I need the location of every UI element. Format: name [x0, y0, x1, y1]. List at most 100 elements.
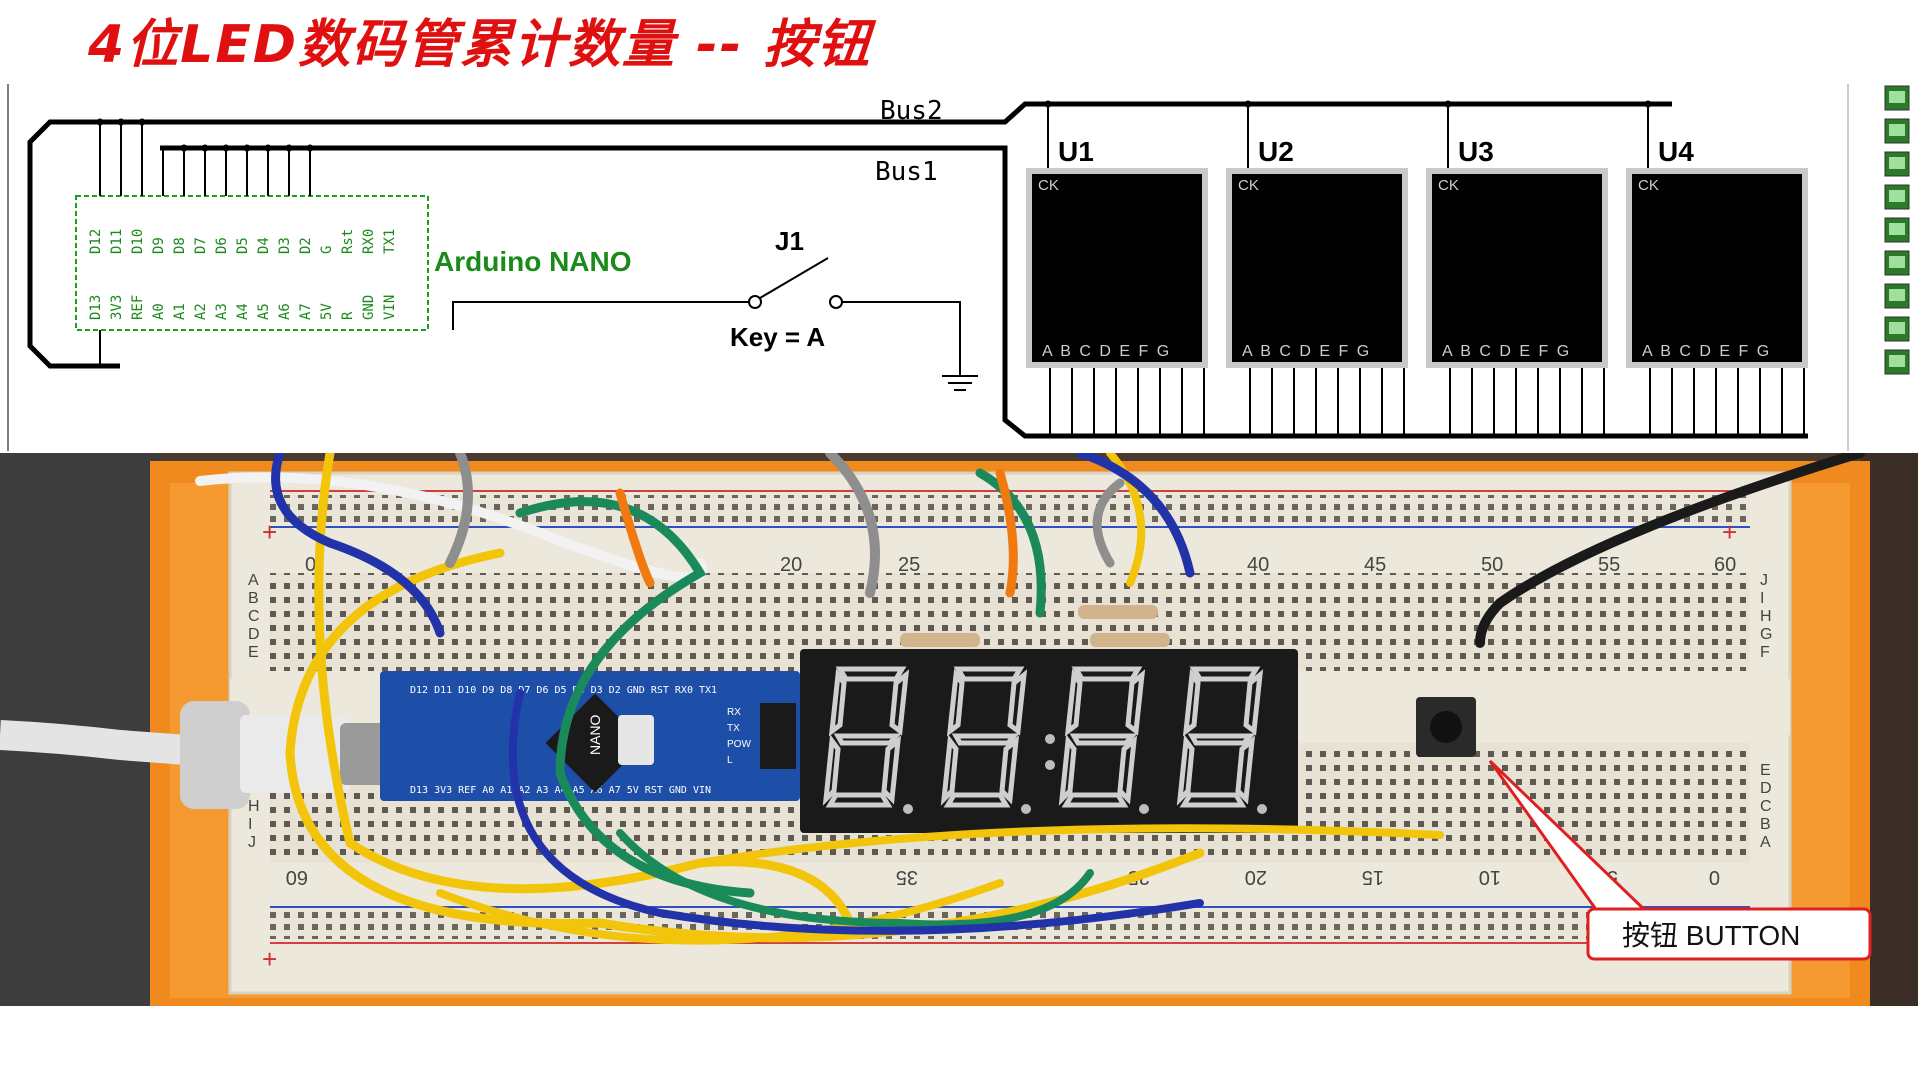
switch-wire: [452, 301, 755, 330]
arduino-nano-symbol: [75, 195, 429, 331]
pin-label-d13: D13: [88, 295, 104, 320]
bus1-label: Bus1: [875, 157, 938, 187]
page-title: 4位LED数码管累计数量 -- 按钮: [88, 15, 872, 75]
switch-contact-left: [748, 295, 762, 309]
scale-bottom-label: 20: [1245, 866, 1267, 888]
row-letter: B: [248, 590, 259, 607]
scope-icon[interactable]: [1884, 217, 1910, 243]
switch-key-label: Key = A: [730, 322, 825, 352]
run-icon[interactable]: [1884, 316, 1910, 342]
wire-green-3: [616, 829, 1094, 929]
pin-label-rst: Rst: [340, 229, 356, 254]
pin-label-a7: A7: [298, 303, 314, 320]
pin-stubs: [99, 122, 311, 366]
callout-label: 按钮 BUTTON: [1622, 920, 1800, 951]
clock-pin-label: CK: [1238, 177, 1259, 194]
pin-label-g: G: [319, 246, 335, 254]
row-letter: D: [1760, 780, 1772, 797]
pin-label-d4: D4: [256, 237, 272, 254]
scale-top-label: 50: [1481, 554, 1503, 576]
digit-4: [1176, 666, 1267, 814]
digit-3: [1058, 666, 1149, 814]
left-bus-loop: [27, 119, 120, 369]
scale-bottom-label: 35: [896, 866, 918, 888]
pin-label-d7: D7: [193, 237, 209, 254]
wire-blue-1: [271, 453, 445, 638]
usb-c-plug: [240, 715, 350, 793]
pin-label-gnd: GND: [361, 295, 377, 320]
segment-pin-labels: A B C D E F G: [1442, 343, 1571, 360]
segment-pin-labels: A B C D E F G: [1042, 343, 1171, 360]
nano-top-pin-labels: D12 D11 D10 D9 D8 D7 D6 D5 D4 D3 D2 GND …: [410, 685, 717, 696]
colon-dot: [1045, 760, 1055, 770]
plus-sign-top: +: [262, 517, 277, 547]
pin-label-a6: A6: [277, 303, 293, 320]
logic-icon[interactable]: [1884, 184, 1910, 210]
plus-sign-bottom: +: [262, 944, 277, 974]
nano-led-label: TX: [727, 723, 740, 734]
pin-label-3v3: 3V3: [109, 295, 125, 320]
plus-sign-right: +: [1722, 517, 1737, 547]
pin-label-d9: D9: [151, 237, 167, 254]
segment-pin-labels: A B C D E F G: [1242, 343, 1371, 360]
oscilloscope-icon[interactable]: [1884, 151, 1910, 177]
pin-label-a0: A0: [151, 303, 167, 320]
bus2-label: Bus2: [880, 96, 943, 126]
scale-bottom-label: 0: [1709, 866, 1720, 888]
colon-dot: [1045, 734, 1055, 744]
pin-label-r: R: [340, 311, 356, 320]
probe-icon[interactable]: [1884, 349, 1910, 375]
row-letter: C: [248, 608, 260, 625]
row-letter: A: [248, 572, 259, 589]
pin-label-a2: A2: [193, 303, 209, 320]
wire-orange-2: [995, 468, 1018, 598]
scale-top-label: 45: [1364, 554, 1386, 576]
meter-icon[interactable]: [1884, 118, 1910, 144]
scale-top-label: 40: [1247, 554, 1269, 576]
wire-yellow-1: [314, 453, 855, 928]
wire-yellow-5: [436, 879, 1004, 945]
scale-bottom-label: 10: [1479, 866, 1501, 888]
row-letter: C: [1760, 798, 1772, 815]
analyzer-icon[interactable]: [1884, 85, 1910, 111]
pin-label-ref: REF: [130, 295, 146, 320]
scale-bottom: 60352520151050: [286, 866, 1720, 888]
scale-top-label: 55: [1598, 554, 1620, 576]
wire-blue-3: [508, 689, 1204, 935]
switch-ref-label: J1: [775, 226, 804, 256]
pin-label-d10: D10: [130, 229, 146, 254]
display-ref-label: U4: [1658, 136, 1694, 167]
pin-label-d11: D11: [109, 229, 125, 254]
ag-icon[interactable]: [1884, 250, 1910, 276]
voltmeter-icon[interactable]: [1884, 283, 1910, 309]
wire-yellow-4: [696, 824, 1444, 867]
board-name-label: Arduino NANO: [434, 246, 632, 277]
wire-gray-1: [445, 453, 473, 568]
resistors: [900, 605, 1170, 647]
usb-cable: [0, 720, 202, 766]
display-digits: [822, 666, 1267, 814]
simulator-toolbar: [1884, 85, 1910, 375]
nano-bottom-pin-labels: D13 3V3 REF A0 A1 A2 A3 A4 A5 A6 A7 5V R…: [410, 785, 711, 796]
nano-led-label: POW: [727, 739, 751, 750]
row-letter: H: [248, 798, 260, 815]
scale-bottom-label: 15: [1362, 866, 1384, 888]
scale-top-label: 0: [305, 554, 316, 576]
scale-bottom-label: 60: [286, 866, 308, 888]
pin-label-tx1: TX1: [382, 229, 398, 254]
pin-label-d6: D6: [214, 237, 230, 254]
wire-orange: [615, 488, 655, 588]
row-letter: I: [248, 816, 252, 833]
pin-label-a3: A3: [214, 303, 230, 320]
nano-header-pins: [760, 703, 796, 769]
bus2-line: [100, 101, 1672, 125]
pin-label-a1: A1: [172, 303, 188, 320]
jumper-wires: [195, 453, 1865, 945]
row-letter: H: [1760, 608, 1772, 625]
usb-connector-boot: [180, 701, 250, 809]
switch-lever: [759, 257, 829, 299]
pin-label-d8: D8: [172, 237, 188, 254]
row-letter: A: [1760, 834, 1771, 851]
